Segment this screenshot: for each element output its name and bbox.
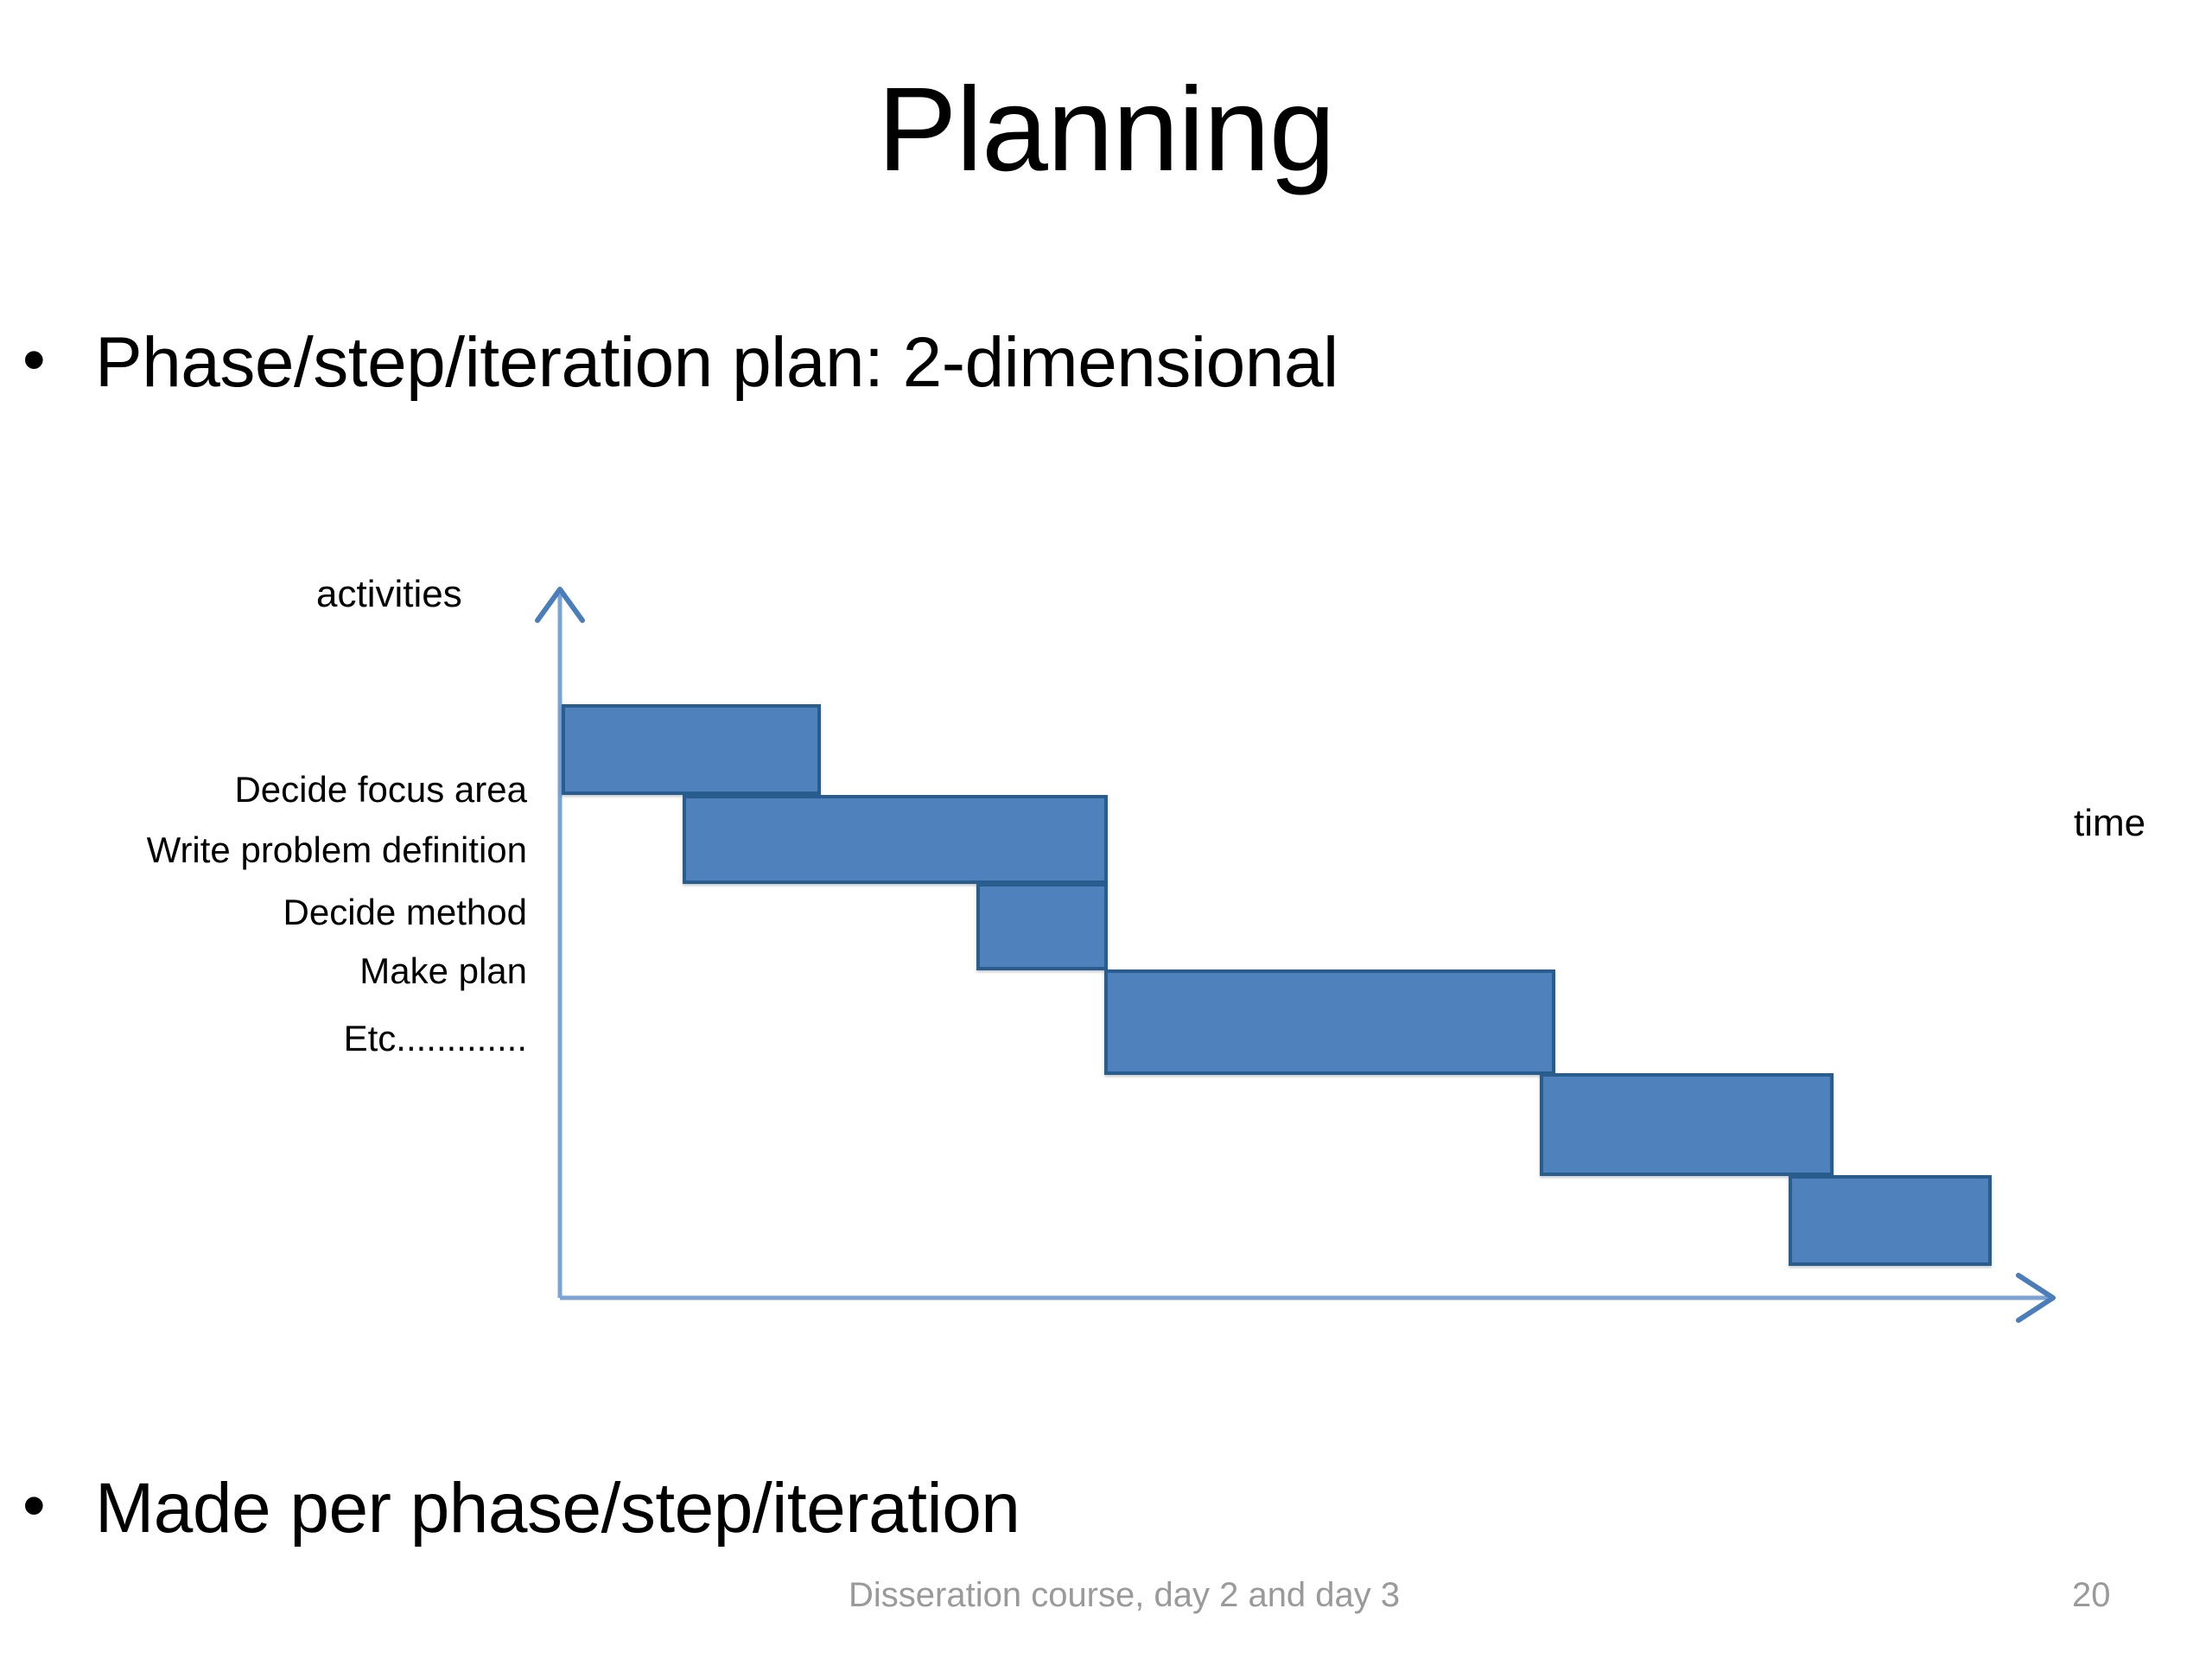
chart-axes bbox=[535, 587, 2056, 1323]
bullet-item-2: • Made per phase/step/iteration bbox=[22, 1469, 1020, 1548]
activity-label-1: Write problem definition bbox=[146, 830, 527, 870]
activity-label-2: Decide method bbox=[283, 892, 528, 932]
footer-note: Disseration course, day 2 and day 3 bbox=[849, 1576, 1401, 1614]
activity-label-4: Etc............. bbox=[343, 1018, 527, 1058]
task-bar-write-problem-definition bbox=[683, 795, 1108, 884]
bullet-marker-icon: • bbox=[22, 323, 46, 397]
page-number: 20 bbox=[2072, 1576, 2111, 1614]
bullet-text-2: Made per phase/step/iteration bbox=[95, 1469, 1020, 1548]
task-bar-unlabeled bbox=[1789, 1175, 1992, 1266]
y-axis-title: activities bbox=[316, 573, 462, 615]
bullet-text-1: Phase/step/iteration plan: 2-dimensional bbox=[95, 323, 1338, 402]
task-bar-decide-focus-area bbox=[562, 704, 821, 795]
x-axis-title: time bbox=[2074, 802, 2146, 844]
task-bar-etc bbox=[1540, 1073, 1834, 1176]
x-axis-arrowhead-icon bbox=[2016, 1273, 2056, 1323]
page-title: Planning bbox=[877, 63, 1335, 196]
activity-label-0: Decide focus area bbox=[234, 769, 527, 810]
bullet-item-1: • Phase/step/iteration plan: 2-dimension… bbox=[22, 323, 1338, 403]
bullet-marker-icon: • bbox=[22, 1469, 46, 1542]
y-axis-arrowhead-icon bbox=[535, 587, 585, 623]
task-bar-decide-method bbox=[976, 883, 1108, 970]
task-bar-make-plan bbox=[1104, 969, 1555, 1075]
activity-label-3: Make plan bbox=[359, 950, 527, 991]
gantt-chart: activities time Decide focus area Write … bbox=[0, 553, 2212, 1417]
